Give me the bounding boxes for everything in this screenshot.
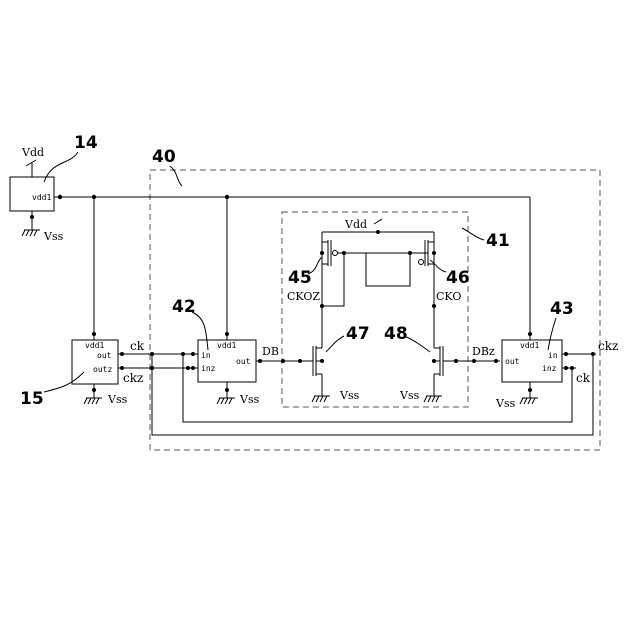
block-15-pin-out: out <box>97 351 112 360</box>
signal-ck-right: ck <box>576 371 591 385</box>
pmos-46 <box>408 232 436 312</box>
block-43: vdd1 in inz out Vss <box>495 340 562 410</box>
signal-ck-left: ck <box>130 339 145 353</box>
block-14-vdd-label: Vdd <box>21 146 44 159</box>
nmos-47 <box>300 312 330 402</box>
block-41-vss-left: Vss <box>339 389 360 402</box>
ref-47: 47 <box>346 324 370 344</box>
block-42-pin-out: out <box>236 357 251 366</box>
ref-45: 45 <box>288 268 312 288</box>
signal-ckz-left: ckz <box>123 371 143 385</box>
block-42-pin-in: in <box>201 351 211 360</box>
block-42-vss-label: Vss <box>239 393 260 406</box>
block-15-pin-vdd1: vdd1 <box>85 341 104 350</box>
block-41-vdd-label: Vdd <box>344 218 367 231</box>
block-15-pin-outz: outz <box>93 365 112 374</box>
ref-42: 42 <box>172 297 196 317</box>
signal-dbz: DBz <box>472 345 495 358</box>
block-14-pin-vdd1: vdd1 <box>32 193 51 202</box>
block-42: vdd1 in inz out Vss <box>198 340 260 406</box>
block-41-vss-right: Vss <box>399 389 420 402</box>
ref-43: 43 <box>550 299 574 319</box>
block-43-pin-out: out <box>505 357 520 366</box>
ref-46: 46 <box>446 268 470 288</box>
block-42-pin-vdd1: vdd1 <box>217 341 236 350</box>
block-15-vss-label: Vss <box>107 393 128 406</box>
signal-db: DB <box>262 345 279 358</box>
block-42-pin-inz: inz <box>201 364 216 373</box>
ref-40: 40 <box>152 147 176 167</box>
signal-ckz-right: ckz <box>598 339 618 353</box>
block-14-vss-label: Vss <box>43 230 64 243</box>
block-14: vdd1 Vdd Vss <box>10 146 64 243</box>
signal-cko: CKO <box>436 290 461 303</box>
pmos-45 <box>320 232 428 312</box>
block-43-pin-inz: inz <box>542 364 557 373</box>
ref-14: 14 <box>74 133 98 153</box>
block-43-vss-label: Vss <box>495 397 516 410</box>
signal-ckoz: CKOZ <box>287 290 320 303</box>
block-15: vdd1 out outz Vss <box>72 340 128 406</box>
block-43-pin-vdd1: vdd1 <box>520 341 539 350</box>
ref-15: 15 <box>20 389 44 409</box>
block-43-pin-in: in <box>548 351 558 360</box>
ref-48: 48 <box>384 324 408 344</box>
ref-41: 41 <box>486 231 510 251</box>
region-41-outline <box>282 212 468 407</box>
